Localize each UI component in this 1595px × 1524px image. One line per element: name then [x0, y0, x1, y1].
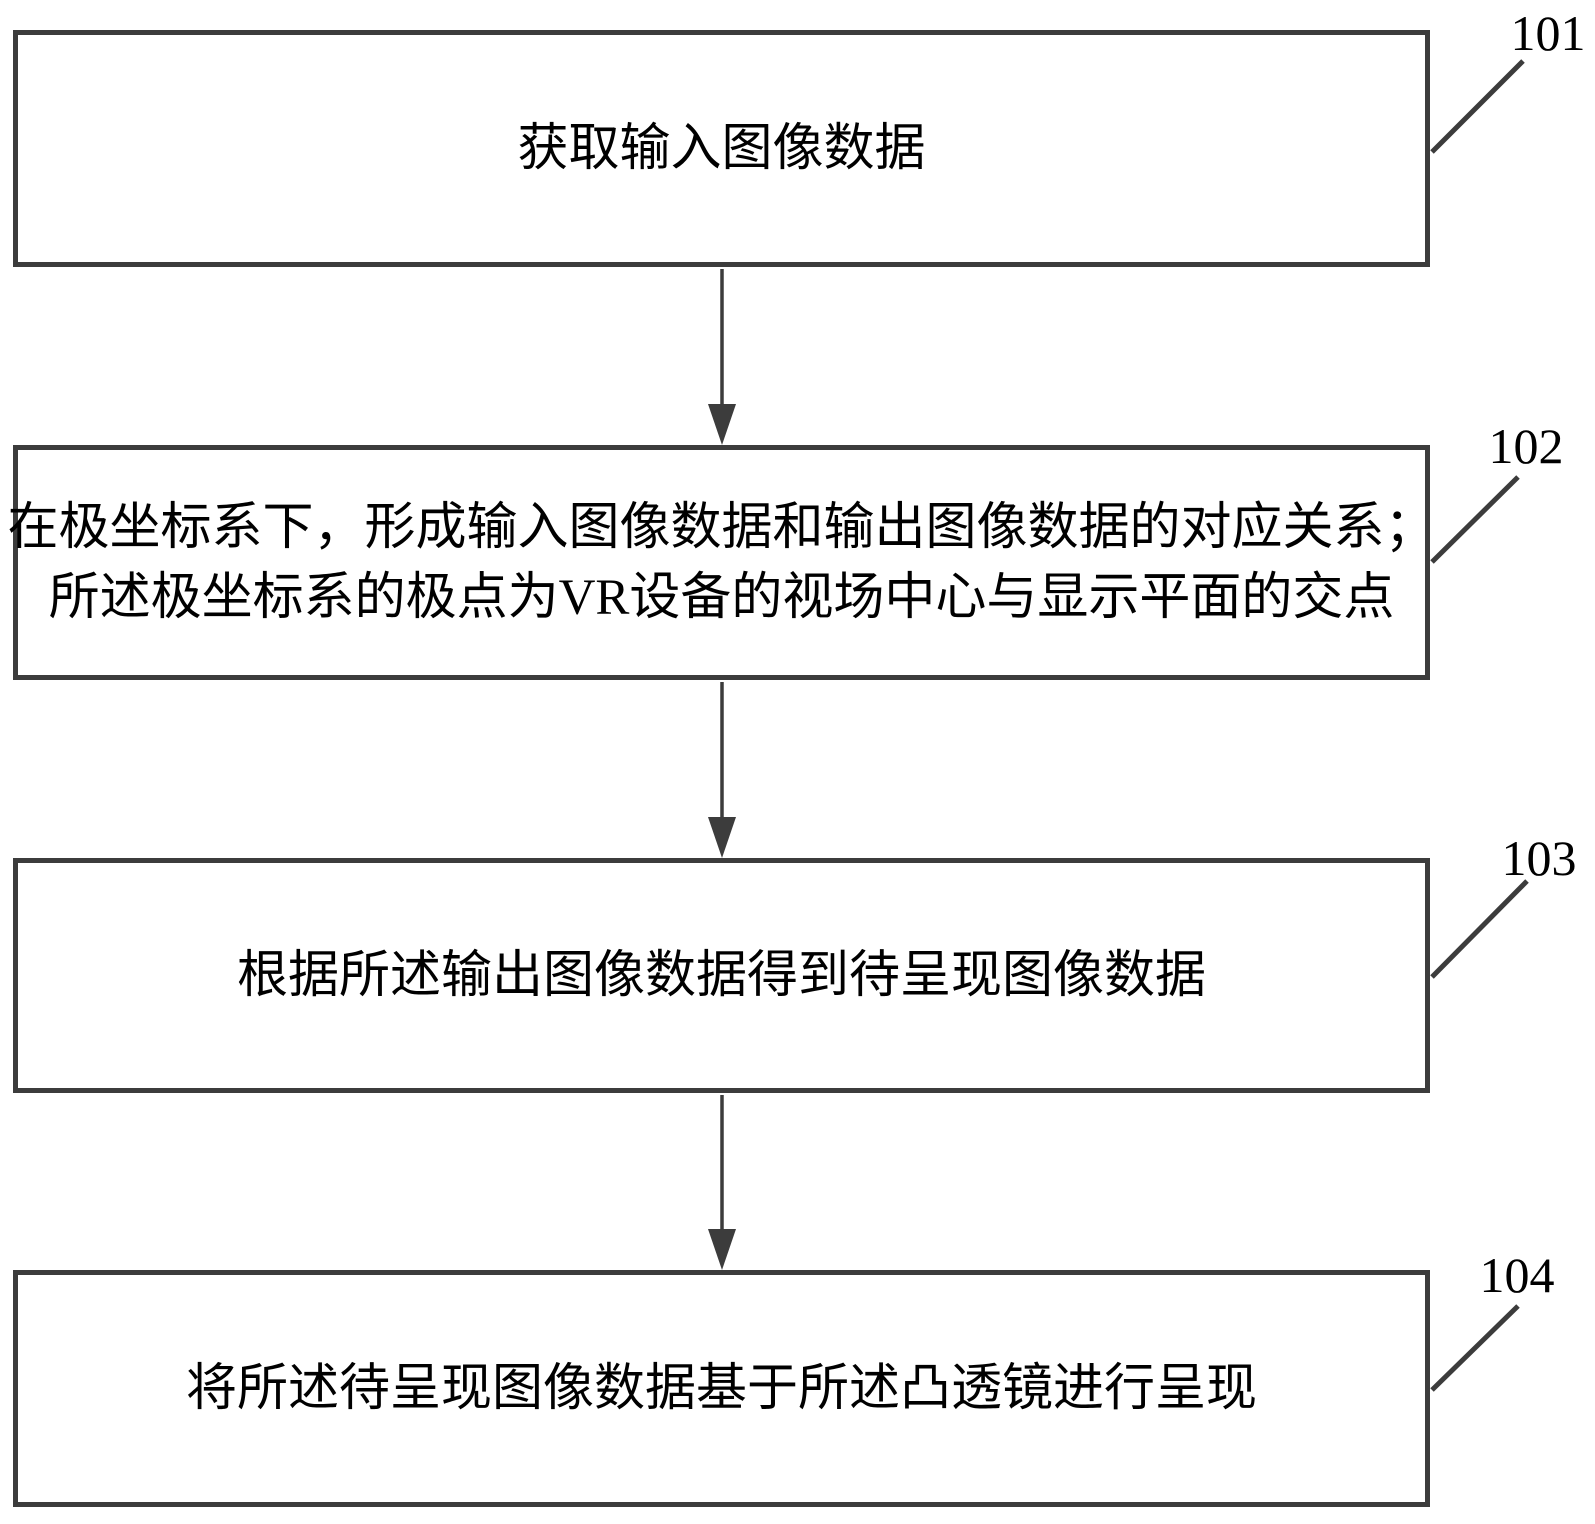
- step-text-104: 将所述待呈现图像数据基于所述凸透镜进行呈现: [185, 1360, 1257, 1417]
- flow-arrow-2: [708, 682, 736, 858]
- leader-line-102: [1430, 475, 1520, 564]
- step-box-104: 将所述待呈现图像数据基于所述凸透镜进行呈现: [13, 1270, 1430, 1507]
- leader-line-101: [1430, 59, 1525, 154]
- step-label-103: 103: [1501, 830, 1577, 886]
- step-label-101: 101: [1510, 5, 1586, 61]
- flow-arrow-3: [708, 1095, 736, 1270]
- step-text-102-line2: 所述极坐标系的极点为VR设备的视场中心与显示平面的交点: [48, 569, 1395, 626]
- step-text-101: 获取输入图像数据: [517, 120, 926, 177]
- step-label-102: 102: [1488, 418, 1564, 474]
- step-box-101: 获取输入图像数据: [13, 30, 1430, 267]
- flow-arrow-1: [708, 269, 736, 445]
- step-text-103: 根据所述输出图像数据得到待呈现图像数据: [236, 947, 1206, 1004]
- step-box-102: 在极坐标系下，形成输入图像数据和输出图像数据的对应关系； 所述极坐标系的极点为V…: [8, 445, 1436, 680]
- step-text-102-line1: 在极坐标系下，形成输入图像数据和输出图像数据的对应关系；: [7, 499, 1436, 556]
- leader-line-103: [1430, 879, 1529, 979]
- step-box-103: 根据所述输出图像数据得到待呈现图像数据: [13, 858, 1430, 1093]
- step-label-104: 104: [1479, 1247, 1555, 1303]
- leader-line-104: [1430, 1304, 1520, 1392]
